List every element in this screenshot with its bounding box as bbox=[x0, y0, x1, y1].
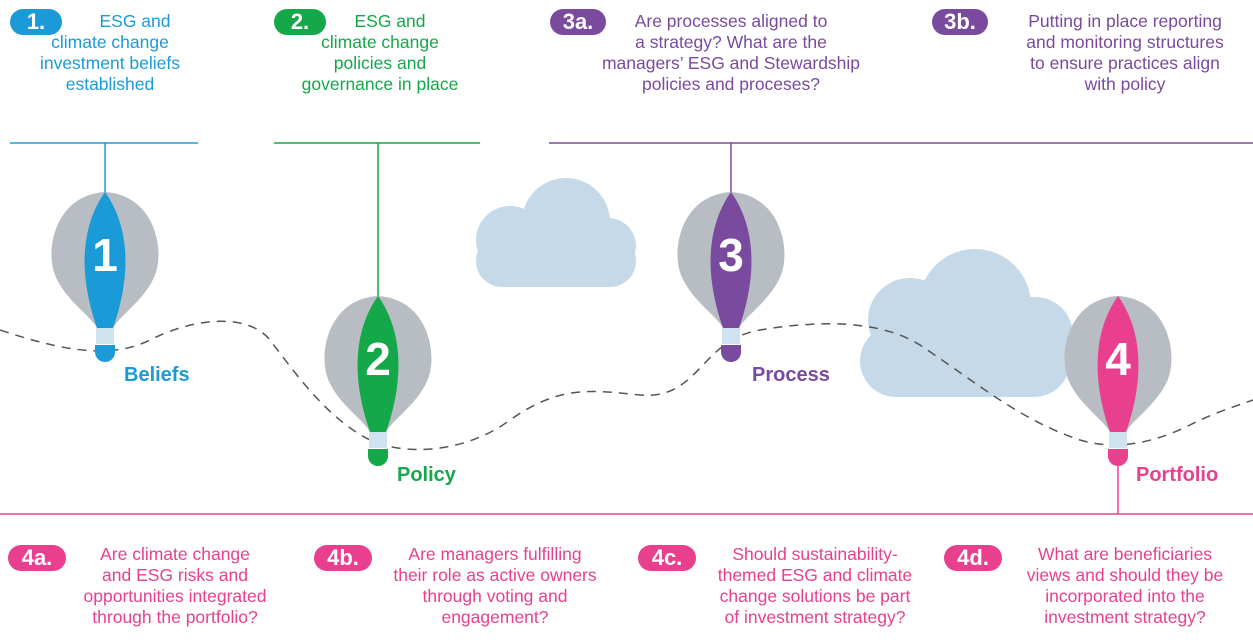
step-line: and monitoring structures bbox=[1026, 32, 1224, 52]
step-badge: 1. bbox=[10, 9, 62, 35]
balloon-1 bbox=[51, 192, 159, 362]
question-line: of investment strategy? bbox=[724, 607, 906, 627]
question-line: through the portfolio? bbox=[92, 607, 258, 627]
question-line: What are beneficiaries bbox=[1037, 544, 1213, 564]
stage-label-beliefs: Beliefs bbox=[124, 364, 190, 386]
question-line: views and should they be bbox=[1026, 565, 1224, 585]
question-text: Should sustainability- themed ESG and cl… bbox=[690, 544, 940, 628]
question-line: incorporated into the bbox=[1045, 586, 1205, 606]
step-text: Putting in place reporting and monitorin… bbox=[1000, 11, 1250, 95]
question-badge: 4d. bbox=[944, 545, 1002, 571]
dashed-flight-path bbox=[0, 320, 1253, 451]
step-line: to ensure practices align bbox=[1030, 53, 1220, 73]
question-line: change solutions be part bbox=[719, 586, 911, 606]
question-line: their role as active owners bbox=[393, 565, 597, 585]
step-text: Are processes aligned to a strategy? Wha… bbox=[572, 11, 890, 95]
question-line: Should sustainability- bbox=[732, 544, 898, 564]
balloon-4 bbox=[1064, 296, 1172, 466]
question-text: What are beneficiaries views and should … bbox=[1000, 544, 1250, 628]
question-line: Are managers fulfilling bbox=[408, 544, 582, 564]
step-line: Putting in place reporting bbox=[1028, 11, 1222, 31]
step-badge: 2. bbox=[274, 9, 326, 35]
step-text: ESG and climate change policies and gove… bbox=[285, 11, 475, 95]
question-badge: 4b. bbox=[314, 545, 372, 571]
step-line: policies and proceses? bbox=[641, 74, 821, 94]
step-line: policies and bbox=[333, 53, 427, 73]
cloud-right bbox=[860, 249, 1073, 397]
stage-label-portfolio: Portfolio bbox=[1136, 464, 1219, 486]
step-line: managers’ ESG and Stewardship bbox=[601, 53, 861, 73]
step-line: climate change bbox=[321, 32, 439, 52]
step-line: a strategy? What are the bbox=[635, 32, 827, 52]
cloud-left bbox=[476, 178, 636, 287]
step-line: Are processes aligned to bbox=[634, 11, 828, 31]
step-line: investment beliefs bbox=[39, 53, 181, 73]
step-line: governance in place bbox=[301, 74, 459, 94]
step-badge: 3a. bbox=[550, 9, 606, 35]
step-line: established bbox=[65, 74, 155, 94]
step-line: with policy bbox=[1084, 74, 1166, 94]
step-line: climate change bbox=[51, 32, 169, 52]
question-text: Are climate change and ESG risks and opp… bbox=[50, 544, 300, 628]
step-line: ESG and bbox=[354, 11, 426, 31]
question-line: and ESG risks and bbox=[102, 565, 248, 585]
balloon-number-1: 1 bbox=[92, 229, 118, 281]
question-text: Are managers fulfilling their role as ac… bbox=[355, 544, 635, 628]
question-line: opportunities integrated bbox=[83, 586, 267, 606]
question-badge: 4a. bbox=[8, 545, 66, 571]
step-line: ESG and bbox=[99, 11, 171, 31]
question-line: through voting and bbox=[422, 586, 568, 606]
question-badge: 4c. bbox=[638, 545, 696, 571]
stage-label-policy: Policy bbox=[397, 464, 456, 486]
question-line: investment strategy? bbox=[1044, 607, 1206, 627]
step-text: ESG and climate change investment belief… bbox=[20, 11, 200, 95]
balloon-number-3: 3 bbox=[718, 229, 744, 281]
step-badge: 3b. bbox=[932, 9, 988, 35]
question-line: engagement? bbox=[441, 607, 549, 627]
header-lines bbox=[0, 142, 1253, 515]
balloon-2 bbox=[324, 296, 432, 466]
question-line: Are climate change bbox=[100, 544, 250, 564]
stage-label-process: Process bbox=[752, 364, 830, 386]
balloon-number-4: 4 bbox=[1105, 333, 1131, 385]
balloon-3 bbox=[677, 192, 785, 362]
balloon-number-2: 2 bbox=[365, 333, 391, 385]
question-line: themed ESG and climate bbox=[717, 565, 913, 585]
